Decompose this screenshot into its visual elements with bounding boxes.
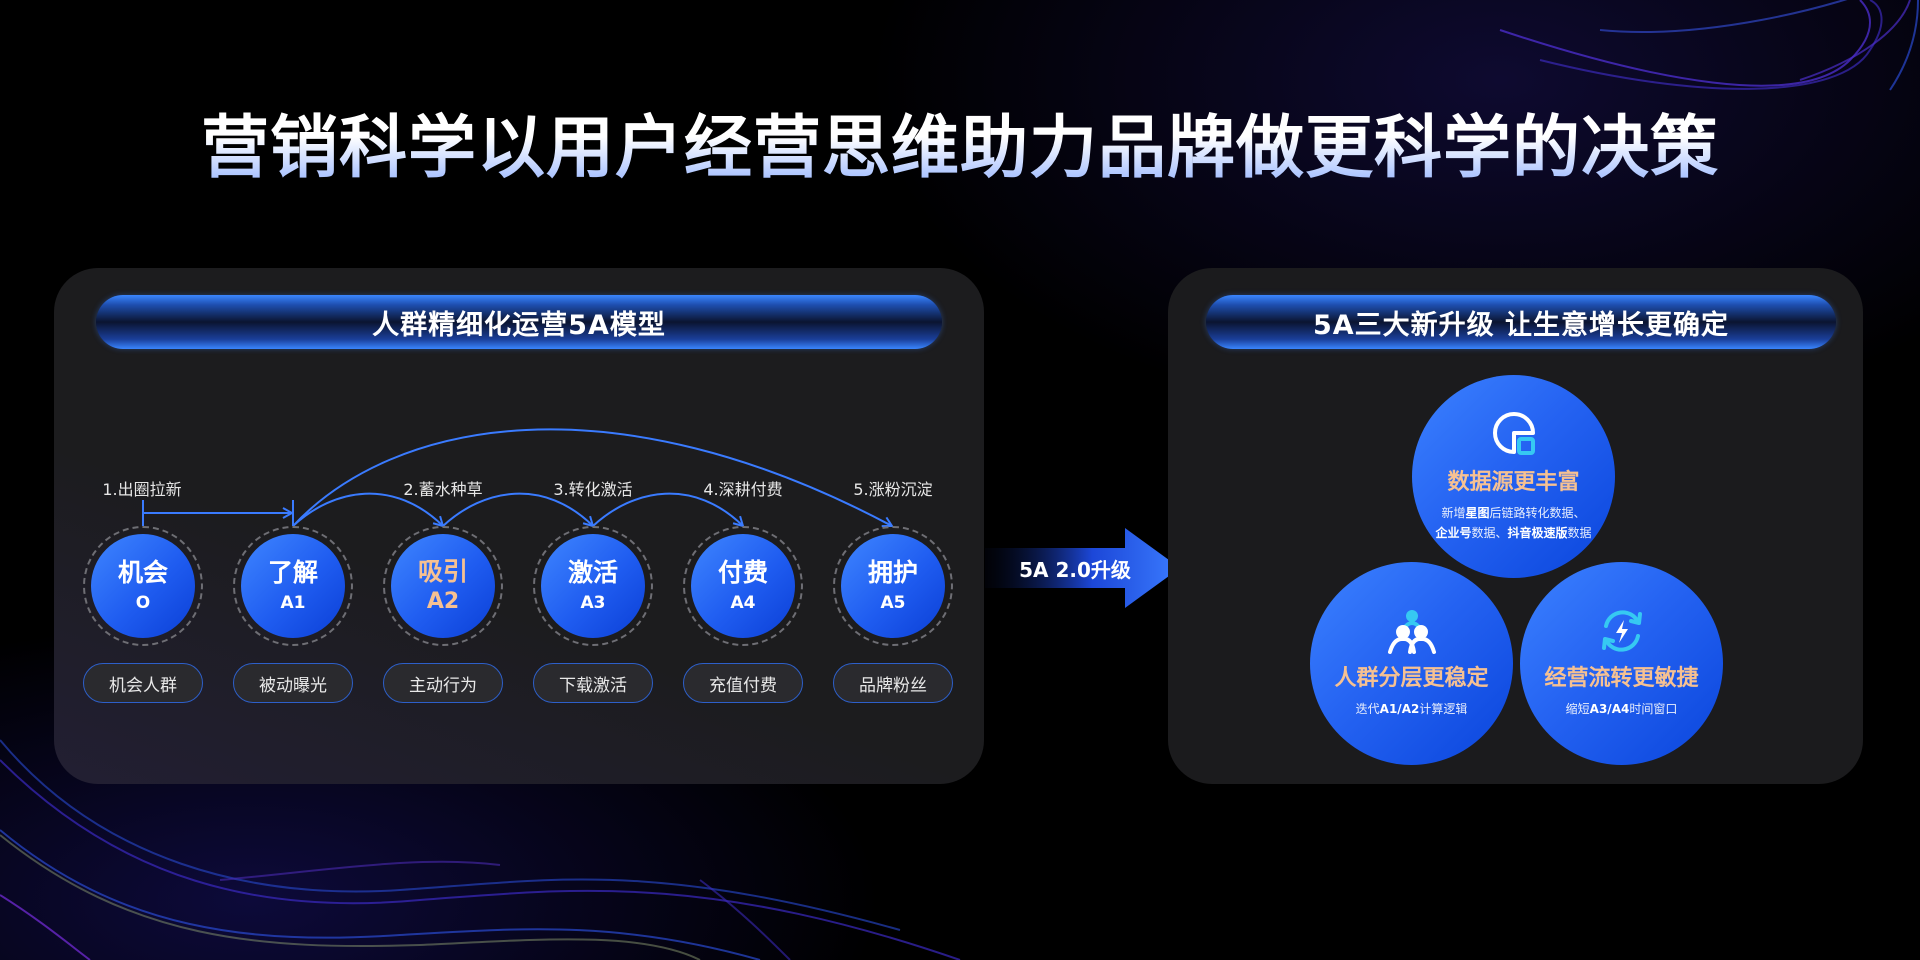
step2-arrow — [292, 492, 443, 526]
step4-arrow — [592, 492, 743, 526]
tag-active-behavior: 主动行为 — [383, 663, 503, 703]
refresh-lightning-icon — [1601, 609, 1642, 652]
feature-stable-segments: 人群分层更稳定 迭代A1/A2计算逻辑 — [1310, 562, 1513, 765]
5a-model-panel: 人群精细化运营5A模型 1.出圈拉新 2.蓄水种草 3.转化激活 4.深耕付费 … — [54, 268, 984, 784]
feature-desc: 迭代A1/A2计算逻辑 — [1355, 701, 1468, 716]
tag-brand-fans: 品牌粉丝 — [833, 663, 953, 703]
flow-arrows — [142, 428, 984, 784]
step-label-4: 4.深耕付费 — [703, 480, 783, 499]
step5-arc-arrow — [292, 428, 892, 526]
feature-desc: 新增星图后链路转化数据、 企业号数据、抖音极速版数据 — [1435, 505, 1592, 540]
feature-desc: 缩短A3/A4时间窗口 — [1565, 701, 1678, 716]
upgrade-header: 5A三大新升级 让生意增长更确定 — [1206, 295, 1836, 349]
upgrade-transition: 5A 2.0升级 — [985, 528, 1180, 608]
user-group-icon — [1387, 609, 1436, 654]
step-label-5: 5.涨粉沉淀 — [853, 480, 933, 499]
upgrade-label: 5A 2.0升级 — [1019, 557, 1131, 582]
step3-arrow — [442, 492, 593, 526]
tag-passive-exposure: 被动曝光 — [233, 663, 353, 703]
feature-title: 人群分层更稳定 — [1334, 665, 1489, 691]
step-label-2: 2.蓄水种草 — [403, 480, 483, 499]
feature-richer-data: 数据源更丰富 新增星图后链路转化数据、 企业号数据、抖音极速版数据 — [1412, 375, 1615, 578]
step-label-1: 1.出圈拉新 — [102, 480, 182, 499]
page-title: 营销科学以用户经营思维助力品牌做更科学的决策 — [0, 92, 1920, 191]
data-chart-icon — [1492, 411, 1535, 455]
feature-title: 经营流转更敏捷 — [1544, 665, 1699, 691]
feature-title: 数据源更丰富 — [1447, 469, 1580, 495]
right-arrow-icon — [985, 528, 1180, 608]
5a-model-header: 人群精细化运营5A模型 — [96, 295, 942, 349]
feature-agile-flow: 经营流转更敏捷 缩短A3/A4时间窗口 — [1520, 562, 1723, 765]
tag-opportunity-crowd: 机会人群 — [83, 663, 203, 703]
tag-download-activate: 下载激活 — [533, 663, 653, 703]
step-label-3: 3.转化激活 — [553, 480, 633, 499]
tag-recharge-pay: 充值付费 — [683, 663, 803, 703]
